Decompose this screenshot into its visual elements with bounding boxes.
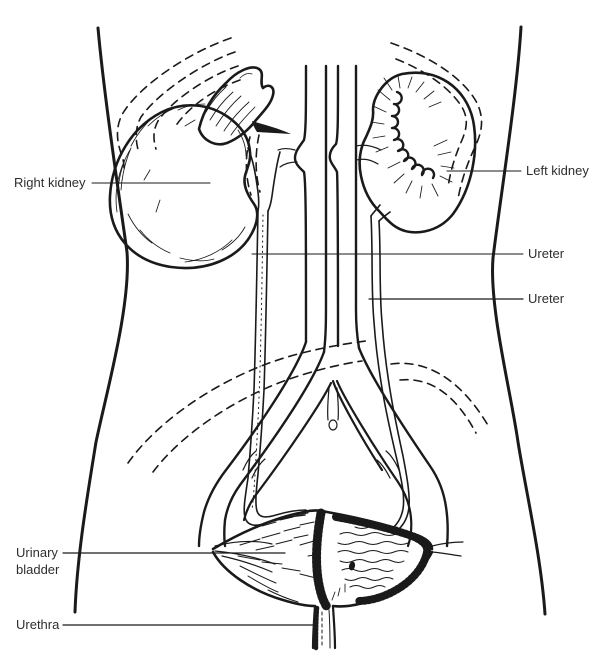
label-urethra: Urethra (16, 617, 60, 632)
left-kidney-rays (370, 75, 455, 199)
urinary-bladder (211, 508, 464, 612)
adrenal-gland (197, 66, 275, 146)
ureteral-orifice (348, 561, 356, 571)
label-ureter-left: Ureter (528, 291, 565, 306)
label-ureter-right: Ureter (528, 246, 565, 261)
rib-dashes-left (116, 37, 241, 169)
inferior-vena-cava (293, 64, 328, 354)
bladder-muscle-texture (237, 512, 321, 603)
aorta (328, 64, 361, 350)
label-urinary-bladder-line2: bladder (16, 562, 60, 577)
label-urinary-bladder: Urinary bladder (16, 544, 59, 578)
right-kidney-hatching (115, 103, 247, 263)
bladder-interior-texture (331, 525, 410, 601)
bladder-inner-rim (332, 513, 432, 605)
renal-pelvis (390, 90, 436, 180)
right-ureter (243, 210, 307, 527)
label-right-kidney: Right kidney (14, 175, 86, 190)
renal-vessels (252, 121, 382, 168)
left-ureter (370, 215, 410, 530)
rib-dashes-right (390, 42, 483, 200)
label-left-kidney: Left kidney (526, 163, 589, 178)
right-kidney (108, 103, 281, 270)
iliac-crest-dashes-left (127, 340, 367, 473)
torso-outline (73, 25, 547, 616)
label-urinary-bladder-line1: Urinary (16, 545, 58, 560)
iliac-crest-dashes-right (390, 362, 490, 434)
left-kidney (358, 71, 477, 234)
leader-lines (62, 170, 524, 626)
bladder-cut-edge (312, 508, 332, 612)
urethra (311, 604, 337, 651)
